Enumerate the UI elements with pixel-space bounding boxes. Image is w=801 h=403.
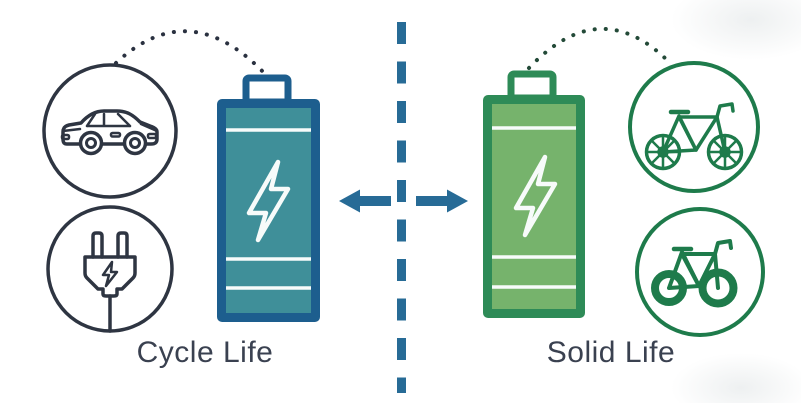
- dotted-arc-right: [527, 27, 669, 70]
- battery-right: [483, 70, 585, 318]
- battery-right-bolt-icon: [513, 154, 558, 238]
- bicycle-solid-badge: [635, 207, 765, 337]
- cycle-life-label: Cycle Life: [136, 336, 274, 369]
- power-plug-icon: [83, 231, 137, 333]
- dotted-arc-left: [114, 29, 268, 77]
- arrow-left-icon: [339, 189, 391, 213]
- battery-left-cells: [226, 108, 311, 313]
- plug-bolt-icon: [101, 260, 119, 288]
- bicycle-spoked-badge: [628, 61, 760, 193]
- battery-left-dividers: [226, 128, 311, 290]
- car-icon: [60, 109, 159, 156]
- battery-right-terminal: [507, 70, 557, 102]
- arrow-right-icon: [416, 189, 468, 213]
- bicycle-top-circle: [628, 61, 760, 193]
- bicycle-spoked-icon: [644, 102, 744, 171]
- car-circle: [42, 63, 178, 199]
- bicycle-solid-icon: [651, 239, 738, 308]
- solid-life-label: Solid Life: [546, 336, 676, 369]
- battery-left-terminal: [242, 74, 292, 106]
- car-circle-badge: [42, 63, 178, 199]
- plug-circle-badge: [46, 205, 174, 333]
- bicycle-bottom-circle: [635, 207, 765, 337]
- battery-right-dividers: [492, 126, 576, 289]
- battery-left-bolt-icon: [246, 159, 291, 243]
- battery-left: [217, 74, 320, 322]
